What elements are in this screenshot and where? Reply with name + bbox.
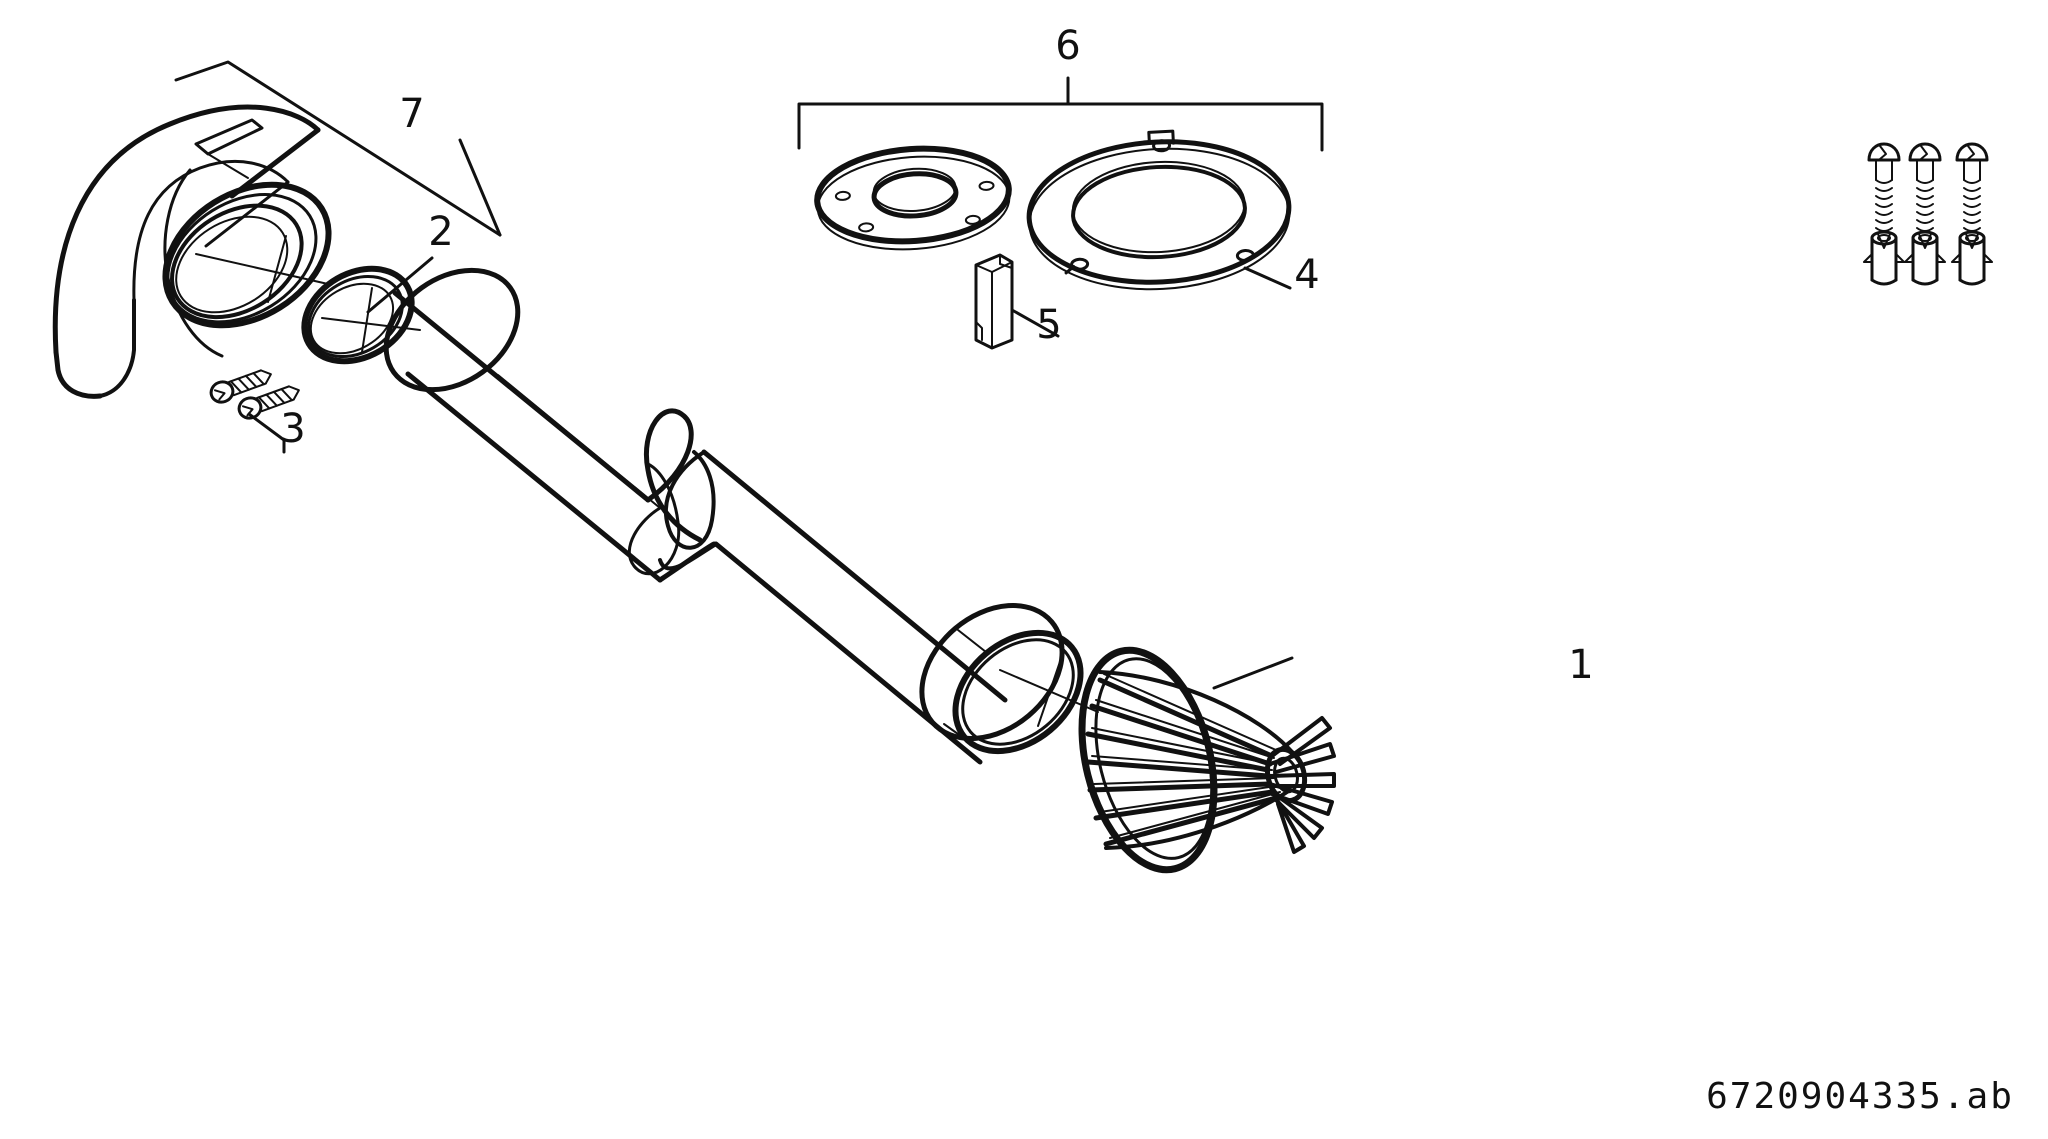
- leader-line-1: [1212, 656, 1294, 690]
- callout-bracket-7: [174, 60, 502, 237]
- centerline-gasket: [321, 287, 421, 353]
- part-sealing-gasket-ring: [301, 256, 434, 365]
- callout-label-1: 1: [1568, 642, 1593, 688]
- part-flue-pipe-lower: [658, 449, 1099, 765]
- wall-plugs-group: [1863, 230, 1993, 286]
- leader-line-3: [247, 412, 286, 454]
- callout-label-7: 7: [399, 91, 424, 137]
- callout-label-6: 6: [1055, 23, 1080, 69]
- callout-label-5: 5: [1036, 302, 1061, 348]
- centerline-elbow: [195, 235, 329, 303]
- callout-labels: 1 2 3 4 5 6 7: [280, 23, 1593, 688]
- leader-line-2: [366, 256, 434, 314]
- callout-bracket-6: [797, 76, 1324, 152]
- part-terminal-grille: [1078, 646, 1336, 874]
- document-id-label: 6720904335.ab: [1706, 1076, 2014, 1117]
- part-fixing-screws-pair: [209, 369, 300, 454]
- part-spacer-clip: [974, 253, 1060, 350]
- leader-line-5: [1010, 308, 1060, 338]
- part-flue-elbow-90: [52, 60, 502, 399]
- part-wall-plate-flat: [814, 145, 1012, 251]
- callout-label-3: 3: [280, 406, 305, 452]
- callout-label-4: 4: [1294, 252, 1319, 298]
- leader-line-4: [1243, 266, 1292, 290]
- part-wall-rosette-cover: [1026, 129, 1292, 291]
- callout-label-2: 2: [428, 209, 453, 255]
